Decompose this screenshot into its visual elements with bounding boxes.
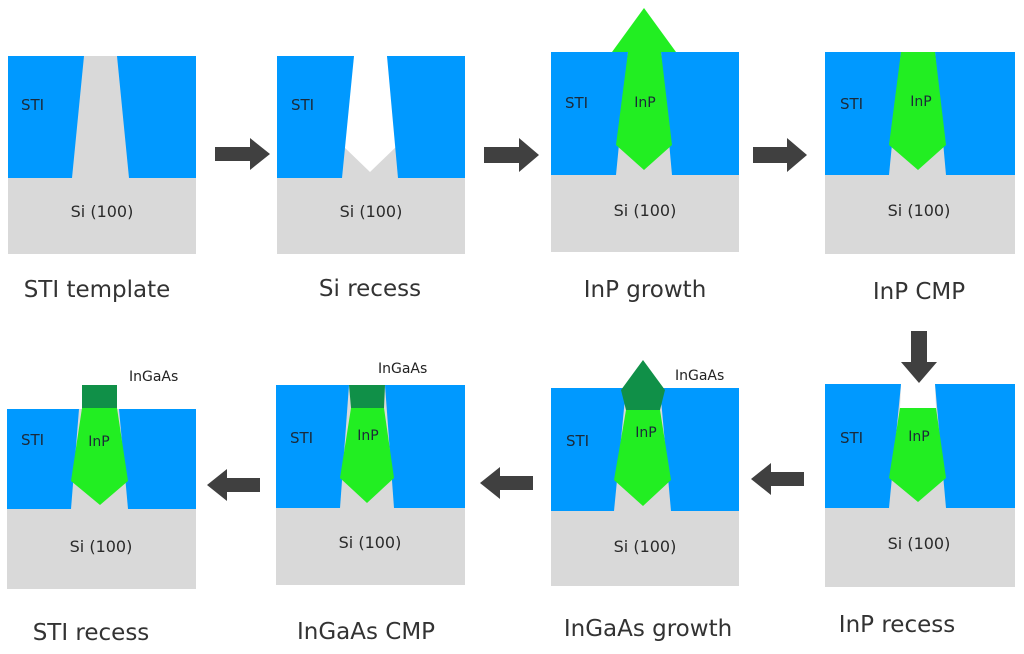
arrow-right-icon xyxy=(753,138,807,172)
sti-label: STI xyxy=(21,431,44,449)
ingaas-label: InGaAs xyxy=(675,368,724,384)
step-ingaas-growth: STI InP InGaAs Si (100) InGaAs growth xyxy=(551,360,739,642)
sti-block-right xyxy=(661,52,739,175)
arrow-right-icon xyxy=(484,138,539,172)
ingaas-label: InGaAs xyxy=(129,369,178,385)
step-caption: InP growth xyxy=(584,277,707,303)
arrow-right-icon xyxy=(215,138,270,170)
step-caption: STI recess xyxy=(33,620,150,646)
arrow-left-icon xyxy=(207,469,260,501)
inp-label: InP xyxy=(635,425,656,441)
step-sti-recess: STI InP InGaAs Si (100) STI recess xyxy=(7,369,196,646)
step-caption: STI template xyxy=(24,277,171,303)
inp-fill xyxy=(340,408,394,503)
sti-block-right xyxy=(117,56,196,178)
sti-block-right xyxy=(935,384,1015,508)
step-ingaas-cmp: STI InP InGaAs Si (100) InGaAs CMP xyxy=(276,361,465,645)
sti-block-left xyxy=(551,52,628,175)
inp-fill xyxy=(71,408,128,505)
step-caption: InP recess xyxy=(839,612,955,638)
arrow-down-icon xyxy=(901,331,937,383)
sti-block-left xyxy=(825,384,901,508)
si-label: Si (100) xyxy=(888,201,951,220)
inp-label: InP xyxy=(908,429,929,445)
sti-label: STI xyxy=(290,429,313,447)
inp-fill xyxy=(616,52,672,170)
step-inp-recess: STI InP Si (100) InP recess xyxy=(825,384,1015,638)
recess-void xyxy=(900,384,936,408)
sti-block-left xyxy=(276,385,349,508)
si-label: Si (100) xyxy=(614,201,677,220)
si-label: Si (100) xyxy=(339,533,402,552)
sti-label: STI xyxy=(566,432,589,450)
si-label: Si (100) xyxy=(70,537,133,556)
sti-label: STI xyxy=(840,429,863,447)
sti-block-right xyxy=(387,56,465,178)
sti-block-right xyxy=(119,409,196,509)
step-caption: Si recess xyxy=(319,276,421,302)
inp-label: InP xyxy=(357,428,378,444)
sti-label: STI xyxy=(565,94,588,112)
sti-label: STI xyxy=(21,96,44,114)
step-sti-template: STI Si (100) STI template xyxy=(8,56,196,303)
step-inp-growth: STI InP Si (100) InP growth xyxy=(551,8,739,303)
ingaas-layer xyxy=(82,385,117,408)
step-caption: InGaAs CMP xyxy=(297,619,435,645)
sti-block-left xyxy=(7,409,79,509)
step-inp-cmp: STI InP Si (100) InP CMP xyxy=(825,52,1015,305)
arrow-left-icon xyxy=(751,463,804,495)
inp-label: InP xyxy=(910,94,931,110)
si-label: Si (100) xyxy=(888,534,951,553)
step-caption: InGaAs growth xyxy=(564,616,732,642)
inp-fill xyxy=(889,52,946,170)
si-label: Si (100) xyxy=(340,202,403,221)
inp-fill xyxy=(889,408,946,502)
inp-label: InP xyxy=(88,434,109,450)
ingaas-label: InGaAs xyxy=(378,361,427,377)
sti-block-left xyxy=(551,388,626,511)
sti-block-left xyxy=(277,56,354,178)
sti-block-right xyxy=(935,52,1015,175)
sti-label: STI xyxy=(291,96,314,114)
recess-void xyxy=(342,56,398,172)
sti-label: STI xyxy=(840,95,863,113)
arrow-left-icon xyxy=(480,467,533,499)
step-si-recess: STI Si (100) Si recess xyxy=(277,56,465,302)
si-label: Si (100) xyxy=(614,537,677,556)
ingaas-overgrowth xyxy=(621,360,665,410)
inp-fill xyxy=(614,410,671,506)
si-label: Si (100) xyxy=(71,202,134,221)
sti-block-right xyxy=(660,388,739,511)
sti-block-right xyxy=(385,385,465,508)
inp-overgrowth-arrow xyxy=(612,8,676,52)
step-caption: InP CMP xyxy=(873,279,965,305)
sti-block-left xyxy=(825,52,901,175)
sti-block-left xyxy=(8,56,84,178)
inp-label: InP xyxy=(634,95,655,111)
ingaas-layer xyxy=(349,385,385,408)
